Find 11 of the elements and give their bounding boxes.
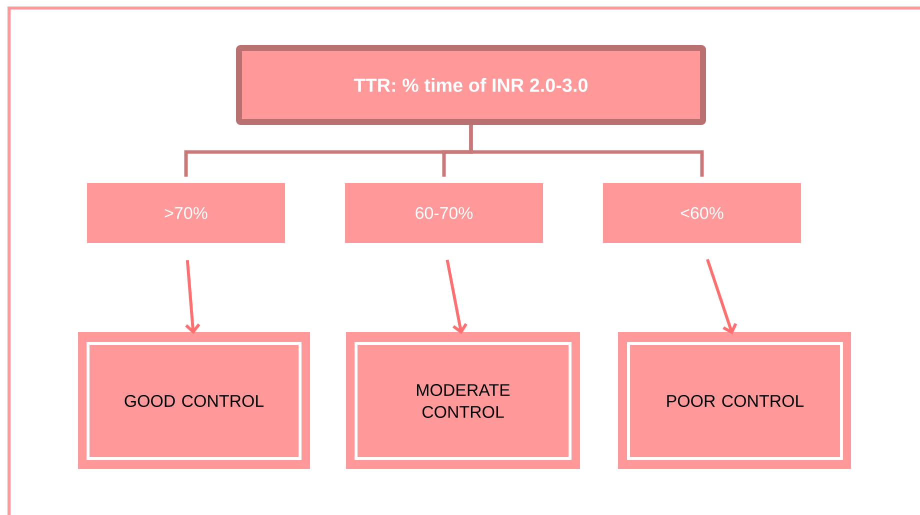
connector-line [469,125,704,177]
result-box: MODERATE CONTROL [346,332,580,469]
range-box: 60-70% [345,183,543,243]
arrow [706,258,738,334]
range-box: >70% [87,183,285,243]
result-box: GOOD CONTROL [78,332,310,469]
arrow [185,260,200,334]
result-box: POOR CONTROL [618,332,851,469]
range-box: <60% [603,183,801,243]
title-box: TTR: % time of INR 2.0-3.0 [236,45,706,125]
arrow [446,260,468,334]
